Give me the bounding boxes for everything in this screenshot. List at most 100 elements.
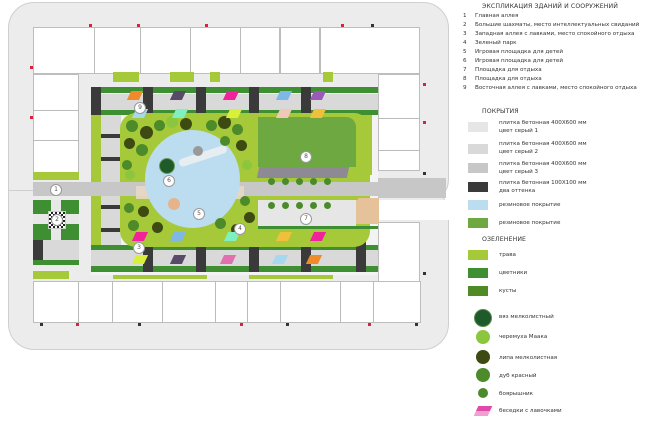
tile-path	[91, 87, 101, 115]
entrance-marker	[76, 323, 79, 326]
tile-path	[356, 228, 366, 272]
tree-hawthorn	[282, 178, 289, 185]
tree-oak	[215, 218, 226, 229]
marker-8: 8	[300, 151, 312, 163]
coverings-title: ПОКРЫТИЯ	[482, 108, 519, 115]
tree-oak	[126, 120, 138, 132]
swatch-rubber-green	[468, 218, 488, 228]
swatch-flowerbeds	[468, 268, 488, 278]
tree-label: беседки с лавочками	[499, 408, 562, 414]
grass-strip	[323, 72, 333, 82]
entrance-marker	[205, 24, 208, 27]
entrance-marker	[30, 66, 33, 69]
tree-hawthorn	[268, 178, 275, 185]
entrance-marker	[40, 323, 43, 326]
west-plaza	[43, 240, 79, 260]
tree-oak	[124, 203, 134, 213]
building-top-right	[320, 27, 420, 74]
building-bottom	[33, 281, 421, 323]
gazebo-icon	[473, 406, 493, 416]
wall	[378, 118, 420, 119]
tile-stripe	[101, 157, 121, 161]
rest-area-8-deck	[256, 167, 350, 178]
tree-bird-cherry	[125, 170, 135, 180]
greenery-label: кусты	[499, 288, 517, 294]
marker-9: 9	[134, 102, 146, 114]
tree-linden	[138, 206, 149, 217]
tree-hawthorn	[310, 202, 317, 209]
greenery-label: трава	[499, 252, 516, 258]
marker-7: 7	[300, 213, 312, 225]
site-gap	[378, 200, 458, 220]
tree-bird-cherry	[166, 116, 178, 128]
tree-label: дуб красный	[499, 373, 537, 379]
covering-label: резиновое покрытие	[499, 202, 561, 208]
tile-stripe	[101, 205, 121, 209]
grass-strip	[33, 271, 69, 279]
play-equipment	[193, 146, 203, 156]
building-top	[280, 27, 320, 74]
swatch-tile-gray-3	[468, 163, 488, 173]
entrance-marker	[415, 323, 418, 326]
wall	[112, 281, 113, 323]
wall	[162, 281, 163, 323]
marker-4: 4	[234, 223, 246, 235]
elm-icon	[474, 309, 492, 327]
swatch-bushes	[468, 286, 488, 296]
marker-6: 6	[163, 175, 175, 187]
tile-path	[33, 240, 43, 260]
greenery-label: цветники	[499, 270, 528, 276]
swatch-rubber-blue	[468, 200, 488, 210]
wall	[340, 281, 341, 323]
tree-linden	[218, 116, 231, 129]
entrance-marker	[423, 272, 426, 275]
tile-path	[196, 87, 206, 115]
marker-1: 1	[50, 184, 62, 196]
covering-label: резиновое покрытие	[499, 220, 561, 226]
entrance-marker	[423, 172, 426, 175]
tree-label: боярышник	[499, 391, 533, 397]
sand-circle	[168, 198, 180, 210]
tile-path	[301, 87, 311, 115]
tree-linden	[244, 212, 255, 223]
tree-linden	[180, 118, 192, 130]
wall	[33, 110, 79, 111]
building-left	[33, 74, 79, 177]
wall	[215, 281, 216, 323]
tree-bird-cherry	[242, 160, 252, 170]
tree-hawthorn	[268, 202, 275, 209]
tile-path	[249, 87, 259, 115]
tree-label: черемуха Маака	[499, 334, 548, 340]
linden-icon	[476, 350, 490, 364]
swatch-tile-dark	[468, 182, 488, 192]
flowerbed-row	[258, 226, 378, 229]
tree-hawthorn	[310, 178, 317, 185]
wall	[240, 27, 241, 74]
entrance-marker	[368, 323, 371, 326]
tree-oak	[206, 120, 217, 131]
wall	[373, 281, 374, 323]
tree-label: липа мелколистная	[499, 355, 558, 361]
entrance-marker	[138, 323, 141, 326]
tile-path	[143, 87, 153, 115]
tree-hawthorn	[324, 202, 331, 209]
tile-path	[249, 245, 259, 272]
greenery-title: ОЗЕЛЕНЕНИЕ	[482, 236, 527, 243]
swatch-tile-gray-1	[468, 122, 488, 132]
tree-hawthorn	[282, 202, 289, 209]
red-oak-icon	[476, 368, 490, 382]
flowerbed-row	[33, 260, 79, 265]
entrance-marker	[371, 24, 374, 27]
marker-3: 3	[133, 242, 145, 254]
explication-title: ЭКСПЛИКАЦИЯ ЗДАНИЙ И СООРУЖЕНИЙ	[482, 3, 618, 10]
wall	[78, 281, 79, 323]
